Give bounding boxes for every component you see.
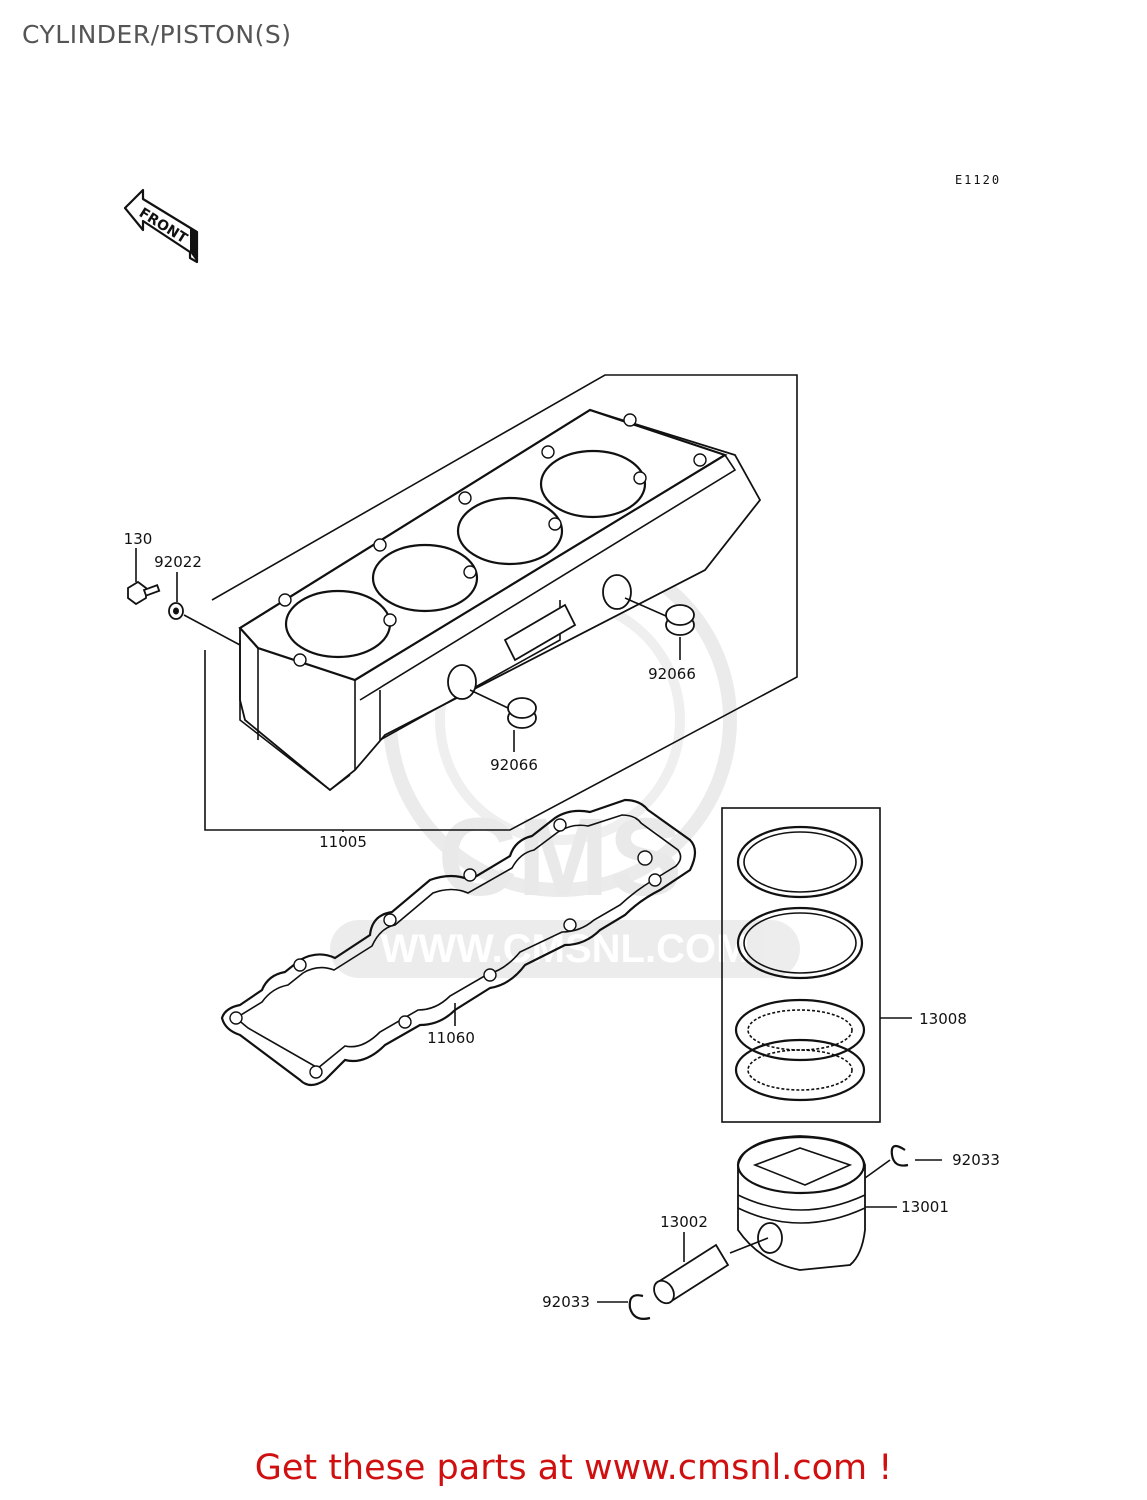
dowel-92066-lower	[507, 697, 537, 729]
leader-13002-b	[729, 1237, 769, 1254]
bore-2	[371, 543, 479, 613]
part-label-92066-lower: 92066	[490, 756, 538, 774]
part-label-13001: 13001	[901, 1198, 949, 1216]
leader-92033-upper-b	[864, 1159, 891, 1179]
part-label-92066-upper: 92066	[648, 665, 696, 683]
part-label-13008: 13008	[919, 1010, 967, 1028]
cylinder-block	[238, 408, 762, 792]
circlip-92033-lower	[628, 1294, 651, 1320]
part-label-130: 130	[124, 530, 153, 548]
page-title: CYLINDER/PISTON(S)	[22, 20, 292, 49]
dowel-92066-upper	[665, 604, 695, 636]
piston-rings-box	[721, 807, 881, 1123]
leader-dowel-upper-a	[624, 597, 667, 617]
piston-rings-13008	[734, 825, 866, 1102]
bolt-130	[127, 580, 161, 606]
part-label-92033-lower: 92033	[542, 1293, 590, 1311]
circlip-92033-upper	[890, 1144, 909, 1167]
cylinder-group-bracket	[204, 374, 798, 831]
leader-dowel-lower-a	[469, 689, 509, 709]
leader-92022-to-block	[183, 614, 241, 646]
footer-cta-link[interactable]: Get these parts at www.cmsnl.com !	[254, 1448, 893, 1488]
bore-3	[456, 496, 564, 566]
part-label-13002: 13002	[660, 1213, 708, 1231]
diagram-code: E1120	[955, 173, 1001, 187]
gasket-11060	[220, 798, 697, 1087]
part-label-11060: 11060	[427, 1029, 475, 1047]
washer-92022	[168, 602, 184, 620]
part-label-92033-upper: 92033	[952, 1151, 1000, 1169]
front-arrow-icon: FRONT	[123, 188, 199, 264]
piston-pin-13002	[653, 1243, 730, 1305]
part-label-11005: 11005	[319, 833, 367, 851]
watermark-url: WWW.CMSNL.COM	[381, 927, 750, 971]
part-label-92022: 92022	[154, 553, 202, 571]
bore-4	[539, 449, 647, 519]
piston-13001	[736, 1135, 866, 1271]
